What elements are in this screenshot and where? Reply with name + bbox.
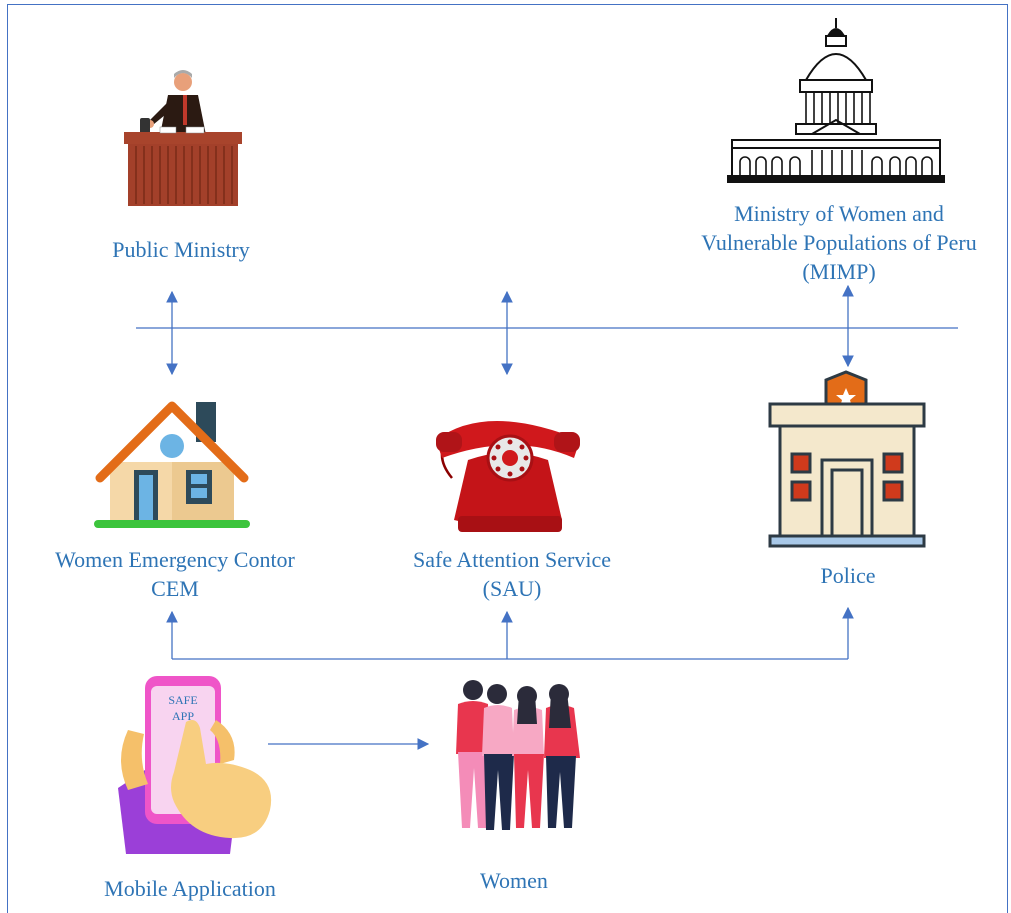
police-station-icon bbox=[768, 370, 926, 548]
women-group-icon bbox=[456, 680, 580, 830]
telephone-icon bbox=[436, 421, 580, 532]
diagram-border bbox=[7, 4, 1008, 913]
mimp-label: Ministry of Women and Vulnerable Populat… bbox=[701, 201, 977, 284]
app-screen-text-line2: APP bbox=[172, 709, 194, 723]
police-label: Police bbox=[820, 563, 876, 588]
smartphone-hand-icon bbox=[118, 676, 272, 854]
app-screen-text-line1: SAFE bbox=[168, 693, 197, 707]
sau-label: Safe Attention Service (SAU) bbox=[413, 547, 611, 601]
connectors bbox=[136, 284, 958, 750]
judge-icon bbox=[124, 70, 242, 206]
women-label: Women bbox=[480, 868, 548, 893]
mobile-application-label: Mobile Application bbox=[104, 876, 276, 901]
house-icon bbox=[94, 401, 250, 528]
cem-label: Women Emergency Contor CEM bbox=[55, 547, 295, 601]
public-ministry-label: Public Ministry bbox=[112, 237, 250, 262]
capitol-building-icon bbox=[727, 18, 945, 183]
